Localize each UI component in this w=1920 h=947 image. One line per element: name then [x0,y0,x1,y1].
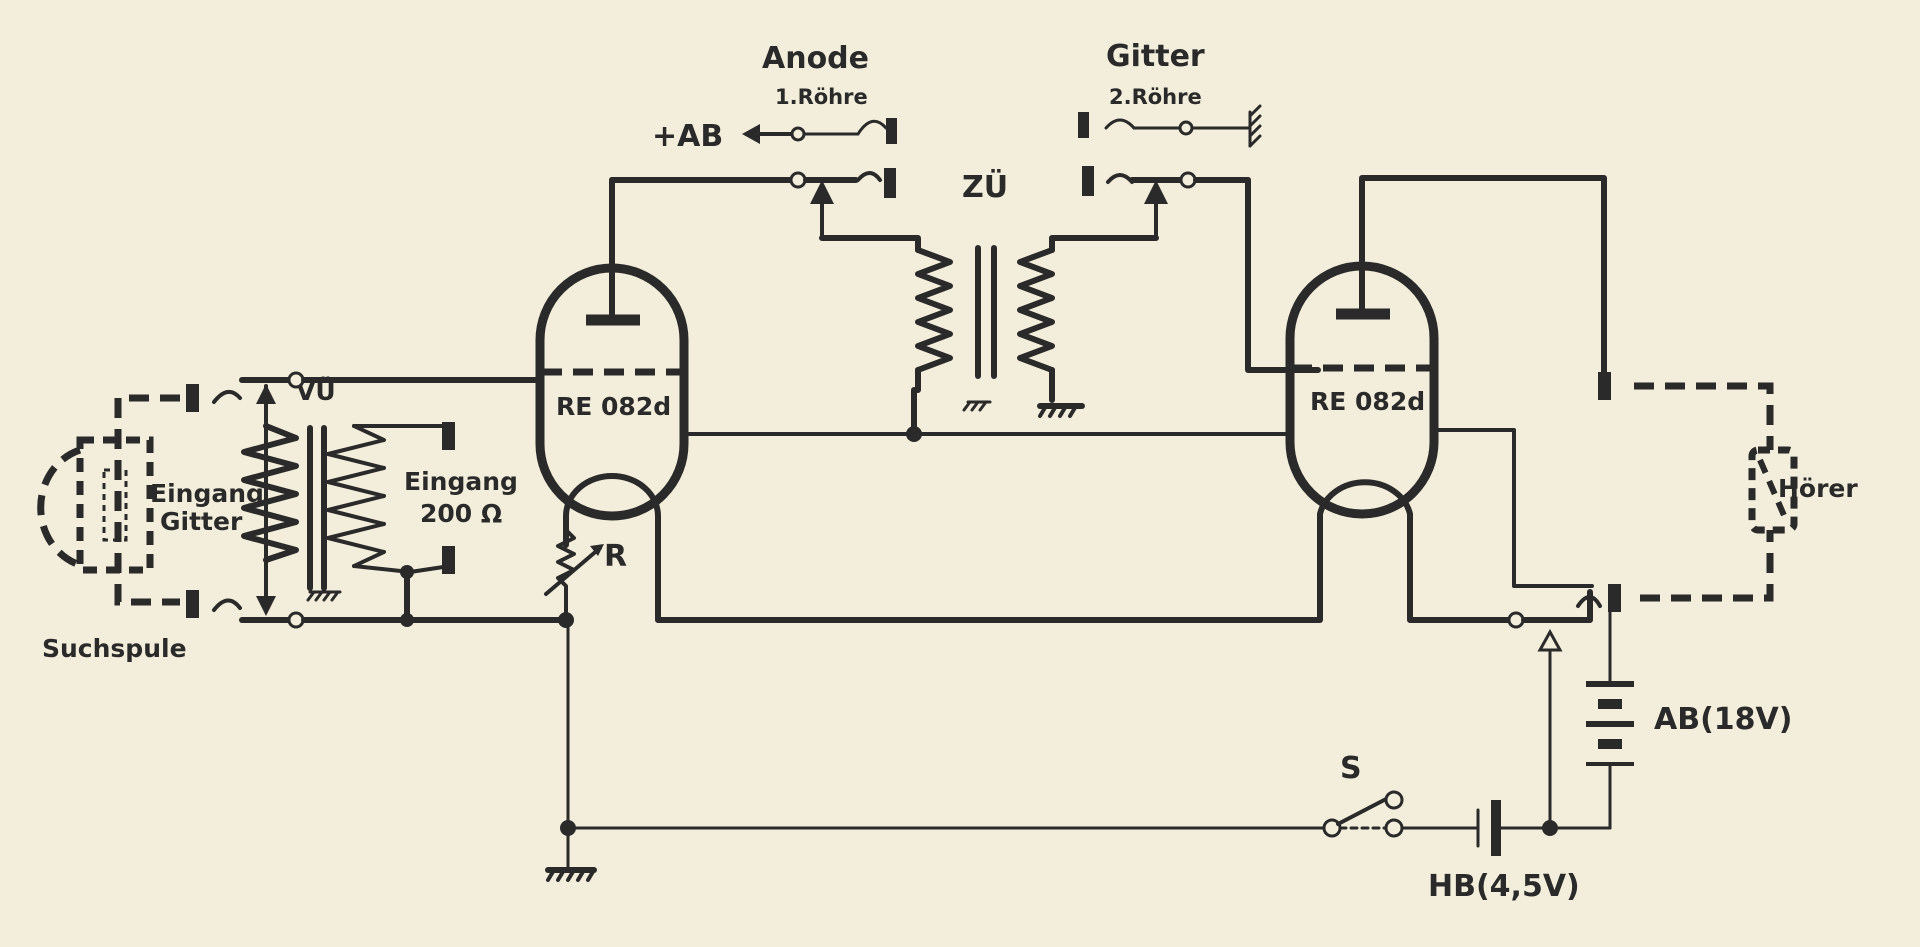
horer-jack-upper [1598,372,1774,450]
gitter-jack-row [1049,166,1321,373]
jack-icon[interactable] [1082,166,1094,196]
jack-icon[interactable] [1598,372,1611,400]
label-eingang-gitter-1: Eingang [150,479,264,508]
label-anode: Anode [762,41,869,76]
label-resistor-r: R [604,539,627,574]
jack-icon[interactable] [884,168,896,198]
arrow-up-icon [256,384,276,404]
label-horer: Hörer [1778,474,1858,503]
zu-transformer [911,245,1085,435]
ground-icon [1037,403,1085,418]
label-suchspule: Suchspule [42,634,187,663]
jack-icon[interactable] [1608,584,1621,612]
vu-transformer [212,371,571,629]
arrow-up-icon [1144,180,1168,204]
label-eingang-200-2: 200 Ω [420,499,502,528]
ground-icon [962,400,992,412]
jack-icon[interactable] [442,546,455,574]
arrow-down-icon [256,596,276,616]
label-tube-2: RE 082d [1310,387,1425,416]
jack-icon[interactable] [186,590,199,618]
ground-bus [545,626,1328,882]
arrow-up-icon [1537,628,1563,652]
middle-bus-wiring [655,426,1602,629]
label-zu-transformer: ZÜ [962,168,1008,205]
anode-jack-row [609,168,921,273]
hb-battery [1476,628,1612,856]
label-hb-battery: HB(4,5V) [1428,869,1580,904]
jack-icon[interactable] [442,422,455,450]
jack-icon[interactable] [186,384,199,412]
eingang-gitter-jacks [37,384,199,618]
ab-battery [1586,610,1634,830]
label-eingang-200-1: Eingang [404,467,518,496]
horer-headphone [1748,446,1798,534]
label-switch-s: S [1340,751,1362,786]
label-anode-roehre: 1.Röhre [775,85,868,109]
switch-s[interactable] [1322,790,1478,838]
gitter-jack-top [1078,104,1262,148]
resistor-r [544,528,604,628]
label-ab-battery: AB(18V) [1654,702,1792,737]
ground-icon [306,590,342,602]
arrow-up-icon [810,180,834,204]
tube-2 [1285,175,1607,545]
label-gitter-roehre: 2.Röhre [1109,85,1202,109]
label-tube-1: RE 082d [556,392,671,421]
label-eingang-gitter-2: Gitter [160,507,243,536]
label-plus-ab: +AB [652,119,723,154]
jack-icon[interactable] [886,118,897,144]
arrow-left-icon [742,124,760,144]
jack-icon[interactable] [1078,112,1089,138]
tube-1 [535,263,689,548]
ground-icon [1248,104,1262,148]
anode-jack-top [742,118,897,144]
ground-icon [545,867,597,882]
horer-jack-lower [1608,530,1774,612]
label-gitter: Gitter [1106,39,1205,74]
